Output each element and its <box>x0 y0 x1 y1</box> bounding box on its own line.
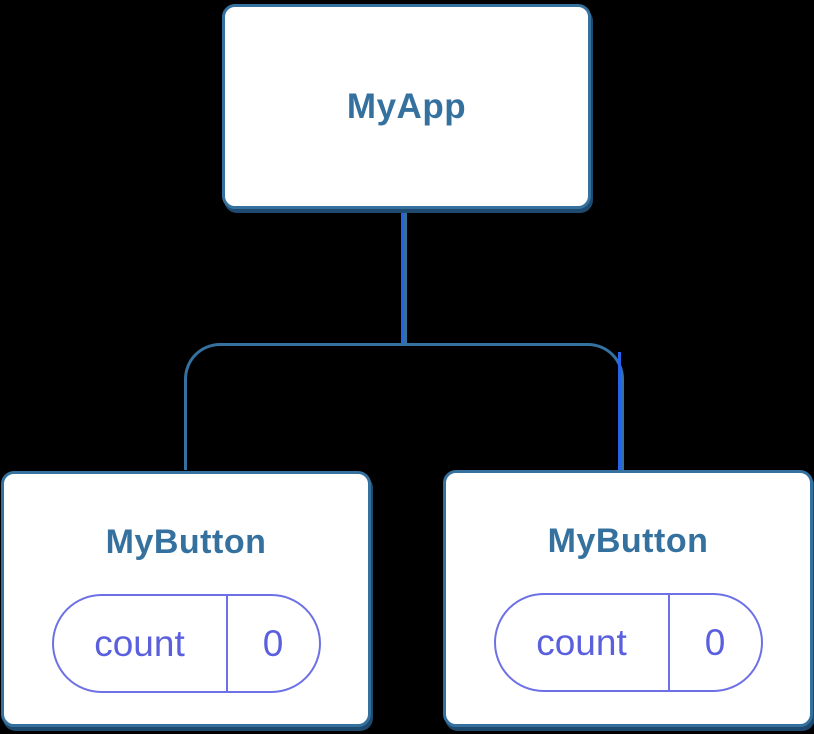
node-title: MyButton <box>105 523 267 561</box>
state-pill: count 0 <box>493 593 763 692</box>
state-pill-divider <box>225 596 228 691</box>
component-node-child-left: MyButton count 0 <box>1 471 371 727</box>
component-node-root: MyApp <box>222 4 591 209</box>
state-value: 0 <box>704 621 726 663</box>
state-name: count <box>536 621 627 663</box>
state-name: count <box>94 622 185 664</box>
edge-root-stem-highlight <box>401 209 404 345</box>
state-pill: count 0 <box>51 594 321 693</box>
edge-branch-to-children <box>184 343 624 470</box>
node-title: MyButton <box>547 522 709 560</box>
node-title: MyApp <box>346 86 467 126</box>
state-value: 0 <box>262 622 284 664</box>
edge-root-stem <box>404 209 407 345</box>
component-node-child-right: MyButton count 0 <box>443 470 813 727</box>
edge-right-child-highlight <box>618 352 621 470</box>
state-pill-divider <box>667 595 670 690</box>
